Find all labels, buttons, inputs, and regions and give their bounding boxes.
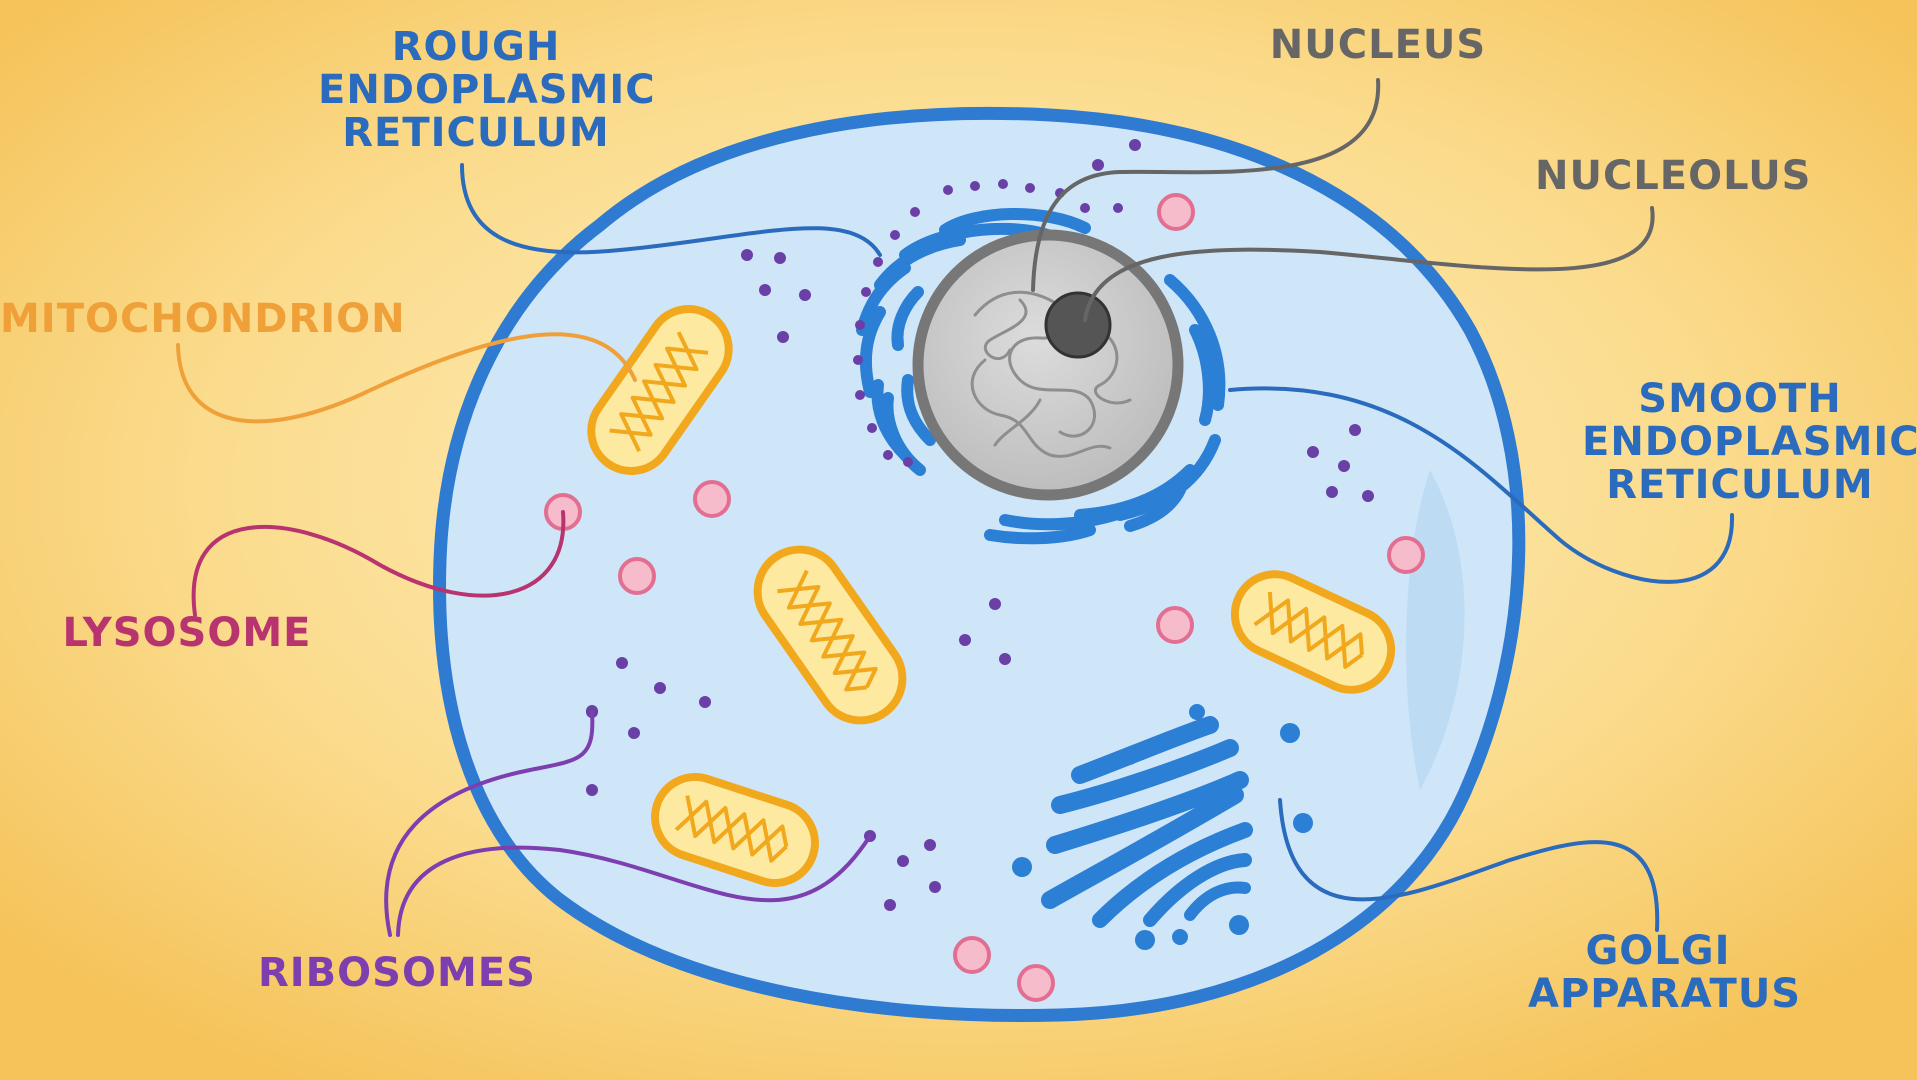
label-smooth-er-line3: RETICULUM [1582,464,1898,507]
label-smooth-er-line2: ENDOPLASMIC [1582,421,1898,464]
label-rough-er-line2: ENDOPLASMIC [318,69,634,112]
label-golgi-line2: APPARATUS [1528,973,1788,1016]
label-mitochondrion-text: MITOCHONDRION [0,298,372,341]
nucleolus [1046,293,1110,357]
label-mitochondrion: MITOCHONDRION [0,298,372,341]
label-nucleus: NUCLEUS [1268,24,1488,67]
label-rough-endoplasmic-reticulum: ROUGH ENDOPLASMIC RETICULUM [318,26,634,155]
label-rough-er-line1: ROUGH [318,26,634,69]
label-nucleolus-text: NUCLEOLUS [1535,155,1795,198]
nucleus [918,235,1178,495]
label-nucleus-text: NUCLEUS [1268,24,1488,67]
label-rough-er-line3: RETICULUM [318,112,634,155]
label-nucleolus: NUCLEOLUS [1535,155,1795,198]
label-lysosome-text: LYSOSOME [62,612,312,655]
label-golgi-apparatus: GOLGI APPARATUS [1528,930,1788,1016]
label-ribosomes: RIBOSOMES [258,952,528,995]
label-smooth-endoplasmic-reticulum: SMOOTH ENDOPLASMIC RETICULUM [1582,378,1898,507]
label-ribosomes-text: RIBOSOMES [258,952,528,995]
label-smooth-er-line1: SMOOTH [1582,378,1898,421]
label-golgi-line1: GOLGI [1528,930,1788,973]
label-lysosome: LYSOSOME [62,612,312,655]
